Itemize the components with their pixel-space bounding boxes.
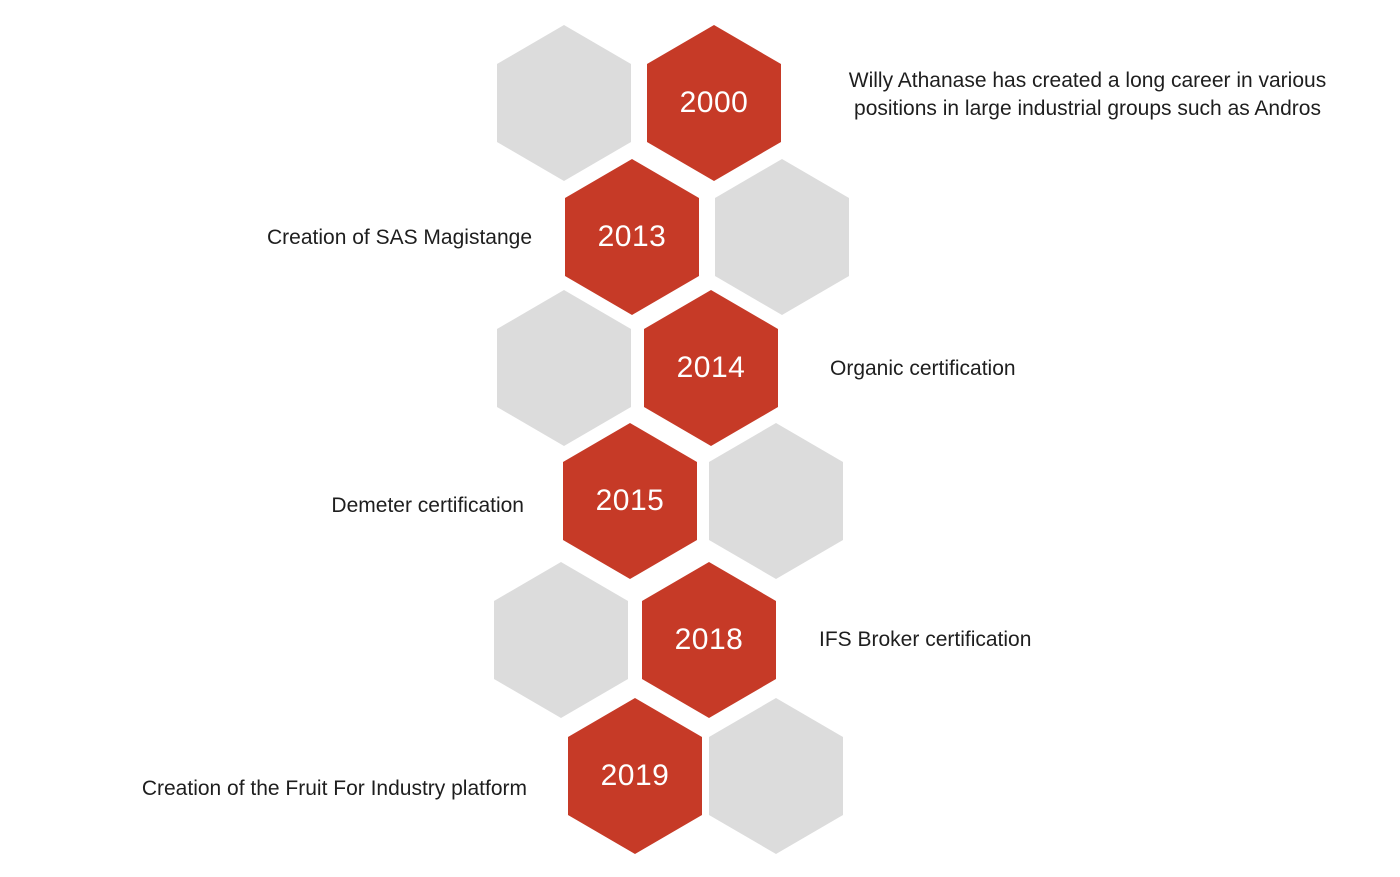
event-description: Creation of SAS Magistange — [267, 226, 532, 249]
year-hexagon-2015: 2015 — [563, 423, 697, 579]
year-label: 2013 — [597, 220, 667, 253]
decorative-hexagon — [709, 698, 843, 854]
event-description: Demeter certification — [331, 494, 524, 517]
year-hexagon-2000: 2000 — [647, 25, 781, 181]
decorative-hexagon — [494, 562, 628, 718]
event-description: Willy Athanase has created a long career… — [848, 69, 1327, 120]
year-hexagon-2018: 2018 — [642, 562, 776, 718]
year-label: 2018 — [674, 623, 744, 656]
event-description: IFS Broker certification — [819, 628, 1032, 651]
decorative-hexagon — [709, 423, 843, 579]
year-hexagon-2019: 2019 — [568, 698, 702, 854]
event-description: Organic certification — [830, 357, 1016, 380]
year-label: 2000 — [679, 86, 749, 119]
year-label: 2014 — [676, 351, 746, 384]
year-hexagon-2014: 2014 — [644, 290, 778, 446]
year-hexagon-2013: 2013 — [565, 159, 699, 315]
year-label: 2015 — [595, 484, 665, 517]
decorative-hexagon — [497, 290, 631, 446]
year-label: 2019 — [600, 759, 670, 792]
decorative-hexagon — [497, 25, 631, 181]
event-description: Creation of the Fruit For Industry platf… — [141, 777, 527, 800]
decorative-hexagon — [715, 159, 849, 315]
